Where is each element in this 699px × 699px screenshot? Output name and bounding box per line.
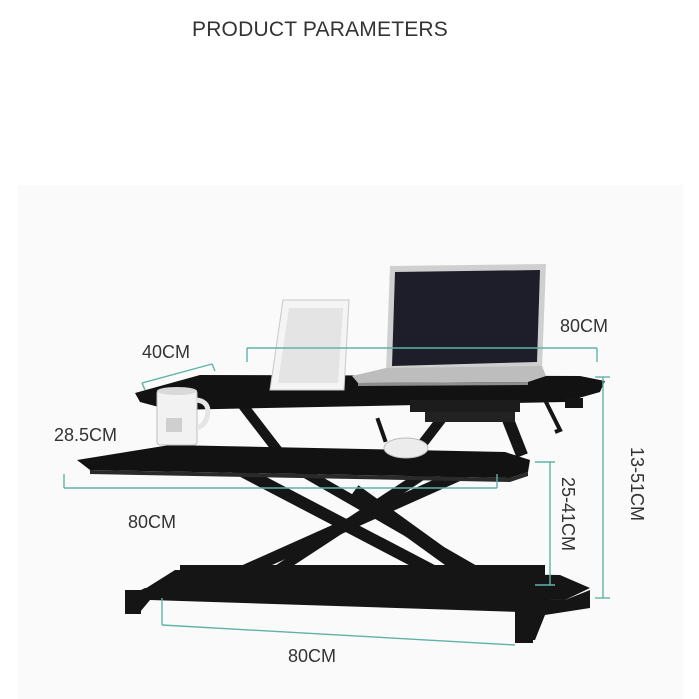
top-width-label: 80CM: [560, 316, 609, 336]
keyboard-depth-label: 28.5CM: [54, 425, 118, 445]
keyboard-height-label: 25-41CM: [558, 477, 578, 552]
tablet: [269, 299, 350, 391]
dimension-lines: [63, 347, 610, 646]
side-tray-label: 40CM: [142, 342, 191, 362]
base-width-label: 80CM: [288, 646, 337, 666]
keyboard-width-label: 80CM: [128, 512, 177, 532]
page-title: PRODUCT PARAMETERS: [191, 18, 449, 41]
laptop: [352, 264, 546, 386]
mouse: [383, 437, 429, 459]
total-height-label: 13-51CM: [627, 447, 647, 522]
coffee-mug: [156, 387, 211, 446]
